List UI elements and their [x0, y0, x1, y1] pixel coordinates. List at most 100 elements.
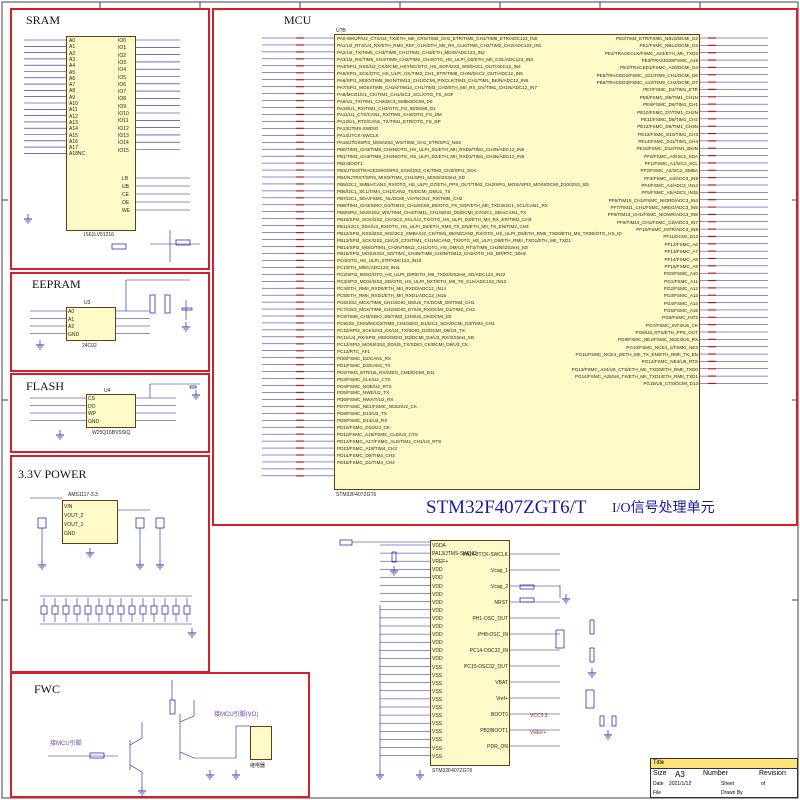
mcu-right-pin: PE15/FSMC_D12/TIM1_BKIN	[636, 146, 698, 152]
mcu-left-pin: PB0/TIM3_CH3/TIM8_CH2N/OTG_HS_ULPI_D1/ET…	[337, 147, 525, 153]
eeprom-chip-part: 24C02	[82, 343, 97, 349]
mcu-left-pin: PA0-WKUP/U2_CTS/U4_TX/ETH_MII_CRS/TIM2_C…	[337, 36, 538, 41]
mcu-left-pin: PB3/JTDO/TRACESWO/SPI3_SCK/I2S3_CK/TIM2_…	[337, 168, 477, 174]
sram-address-pin: A2	[69, 50, 76, 57]
mcu-power-left-pin: VDD	[432, 607, 443, 614]
mcu-block-title: MCU	[284, 13, 312, 27]
mcu-left-pin: PA12/U1_RTS/CAN1_TX/TIM1_ETR/OTG_FS_DP	[337, 119, 441, 125]
flash-pin: WP	[88, 411, 97, 417]
mcu-power-right-pin: PC15-OSC32_OUT	[464, 664, 508, 670]
mcu-left-pin: PD6/FSMC_NWAIT/U2_RX	[337, 397, 394, 403]
sram-address-pin: A3	[69, 56, 76, 63]
mcu-right-pin: PE8/FSMC_D5/TIM1_CH1N	[639, 94, 698, 100]
mcu-right-pin: PF15/FSMC_A9	[664, 263, 698, 269]
mcu-left-pin: PB14/SPI2_MISO/TIM1_CH2N/TIM12_CH1/OTG_H…	[337, 244, 528, 250]
sram-io-pin: IO14	[118, 140, 129, 147]
revision-label: Revision	[759, 770, 786, 777]
mcu-power-part: STM32F407ZGT6	[432, 768, 473, 774]
mcu-right-pin: PE4/TRACED1/FSMC_A20/DCMI_D4	[620, 65, 698, 71]
mcu-right-pin: PE0/TIM4_ETR/FSMC_NBL0/DCMI_D2	[616, 36, 698, 41]
sram-control-pin: WE	[122, 208, 131, 214]
sram-address-pin: A12	[69, 113, 78, 120]
mcu-power-left-pin: VREF+	[432, 559, 449, 566]
mcu-power-left-pin: VDD	[432, 567, 443, 574]
mcu-right-pin: PG6/FSMC_INT2	[662, 315, 698, 321]
mcu-left-pin: PC8/TIM8_CH3/SDIO_D0/TIM3_CH3/U6_CK/DCMI…	[337, 314, 452, 319]
mcu-left-pin: PC10/SPI3_SCK/I2S3_CK/U4_TX/SDIO_D2/DCMI…	[337, 327, 465, 333]
mcu-right-pin: PG0/FSMC_A10	[663, 271, 698, 277]
mcu-ref: U?B	[336, 28, 346, 34]
mcu-power-right-pin: NRST	[494, 600, 508, 606]
eeprom-block: EEPRAM	[10, 272, 210, 372]
mcu-left-pin: PB8/TIM4_CH3/SDIO_D4/TIM10_CH1/DCMI_D6/O…	[337, 202, 548, 208]
sheet-label: Sheet	[721, 781, 735, 787]
mcu-right-pin: PG4/FSMC_A14	[663, 300, 698, 306]
mcu-left-pin: PA8/MCO1/U1_CK/TIM1_CH1/I2C3_SCL/OTG_FS_…	[337, 91, 454, 97]
mcu-power-left-pin: VSS	[432, 688, 443, 695]
mcu-right-pin: PF0/FSMC_A0/I2C2_SDA	[644, 153, 698, 159]
sram-block: SRAM	[10, 8, 210, 270]
power-block: 3.3V POWER	[10, 455, 210, 673]
mcu-power-left-pin: VDD	[432, 632, 443, 639]
sram-io-pin: IO8	[118, 96, 127, 103]
of-label: of	[761, 781, 766, 787]
sram-block-title: SRAM	[26, 13, 61, 27]
mcu-power-left-pin: PA13/JTMS-SWDIO	[432, 551, 477, 558]
mcu-left-pin: PB12/SPI2_NSS/I2S2_WS/I2C2_SMBA/U3_CK/TI…	[337, 230, 622, 236]
mcu-power-left-pin: VDD	[432, 583, 443, 590]
mcu-power-right-pin: Vref+	[496, 696, 508, 702]
mcu-left-pin: PA5/SPI1_SCK/OTG_HS_ULPI_CK/TIM2_CH1_ETR…	[337, 70, 523, 76]
mcu-power-right-pin: PB2/BOOT1	[480, 728, 508, 734]
mcu-left-pin: PA2/U2_TX/TIM5_CH3/TIM9_CH1/TIM2_CH3/ETH…	[337, 49, 485, 55]
power-block-title: 3.3V POWER	[18, 467, 87, 481]
mcu-power-left-pin: VDDA	[432, 543, 446, 549]
mcu-power-right-pin: PH1-OSC_OUT	[472, 616, 508, 622]
flash-chip-part: W25Q16BVSSIQ	[92, 430, 131, 436]
sram-io-pin: IO0	[118, 38, 127, 44]
mcu-left-pin: PC1/ETH_MDC/ADC123_IN11	[337, 265, 400, 271]
mcu-right-pin: PE5/TRACED2/FSMC_A21/TIM9_CH1/DCMI_D6	[596, 72, 698, 78]
mcu-left-pin: PC3/SPI2_MOSI/I2S2_SD/OTG_HS_ULPI_NXT/ET…	[337, 279, 507, 285]
mcu-left-pin: PA10/U1_RX/TIM1_CH3/OTG_FS_ID/DCMI_D1	[337, 105, 436, 111]
mcu-power-left-pin: VSS	[432, 737, 443, 744]
mcu-right-pin: PG8/U6_RTS/ETH_PPS_OUT	[635, 330, 698, 335]
mcu-right-pin: PF4/FSMC_A4/ADC3_IN14	[641, 183, 698, 188]
mcu-left-pin: PC6/I2S2_MCK/TIM8_CH1/SDIO_D6/U6_TX/DCMI…	[337, 300, 475, 306]
mcu-right-pin: PG3/FSMC_A13	[663, 293, 698, 299]
mcu-right-pin: PG2/FSMC_A12	[663, 285, 698, 291]
date-value: 2021/1/12	[669, 781, 692, 787]
mcu-left-pin: PC2/SPI2_MISO/OTG_HS_ULPI_DIR/ETH_MII_TX…	[337, 272, 506, 278]
fwc-block: FWC	[10, 672, 310, 798]
eeprom-pin: A2	[68, 324, 75, 330]
sram-io-pin: IO1	[118, 45, 127, 52]
mcu-right-pin: PG7/FSMC_INT3/U6_CK	[645, 322, 698, 328]
ldo-pin: GND	[64, 531, 76, 537]
mcu-power-left-pin: VDD	[432, 591, 443, 598]
mcu-left-pin: PD4/FSMC_NOE/U2_RTS	[337, 383, 392, 389]
mcu-left-pin: PD15/FSMC_D1/TIM4_CH4	[337, 459, 395, 465]
size-label: Size	[653, 770, 667, 777]
sram-io-pin: IO3	[118, 59, 127, 66]
flash-pin: GND	[88, 418, 100, 425]
mcu-right-pin: PF9/TIM14_CH1/FSMC_CD/ADC3_IN7	[616, 219, 698, 225]
flash-pin: CS	[88, 396, 95, 402]
sram-control-pin: UB	[122, 184, 129, 190]
sram-io-pin: IO12	[118, 125, 129, 132]
sram-address-pin: A4	[69, 63, 76, 70]
fwc-input-note: 接MCU引脚	[50, 741, 82, 747]
flash-chip	[86, 394, 136, 428]
mcu-right-pin: PF12/FSMC_A6	[664, 241, 698, 247]
mcu-left-pin: PB10/SPI2_SCK/I2S2_CK/I2C2_SCL/U3_TX/OTG…	[337, 216, 532, 222]
mcu-right-pin: PE3/TRACED0/FSMC_A19	[641, 58, 698, 64]
title-label: Title	[653, 760, 665, 766]
sram-io-pin: IO7	[118, 89, 127, 96]
mcu-right-pin: PF6/TIM10_CH1/FSMC_NIORD/ADC3_IN4	[608, 197, 698, 203]
sram-control-pin: LB	[122, 176, 129, 182]
sram-io-pin: IO2	[118, 52, 127, 59]
title-row: Title	[651, 759, 797, 769]
sram-address-pin: A15	[69, 132, 78, 139]
mcu-power-left-pin: VSS	[432, 705, 443, 711]
mcu-right-pin: PF11/DCMI_D12	[663, 234, 698, 240]
mcu-left-pin: PD2/TIM3_ETR/U5_RX/SDIO_CMD/DCMI_D11	[337, 369, 435, 375]
mcu-power-left-pin: VDD	[432, 599, 443, 606]
